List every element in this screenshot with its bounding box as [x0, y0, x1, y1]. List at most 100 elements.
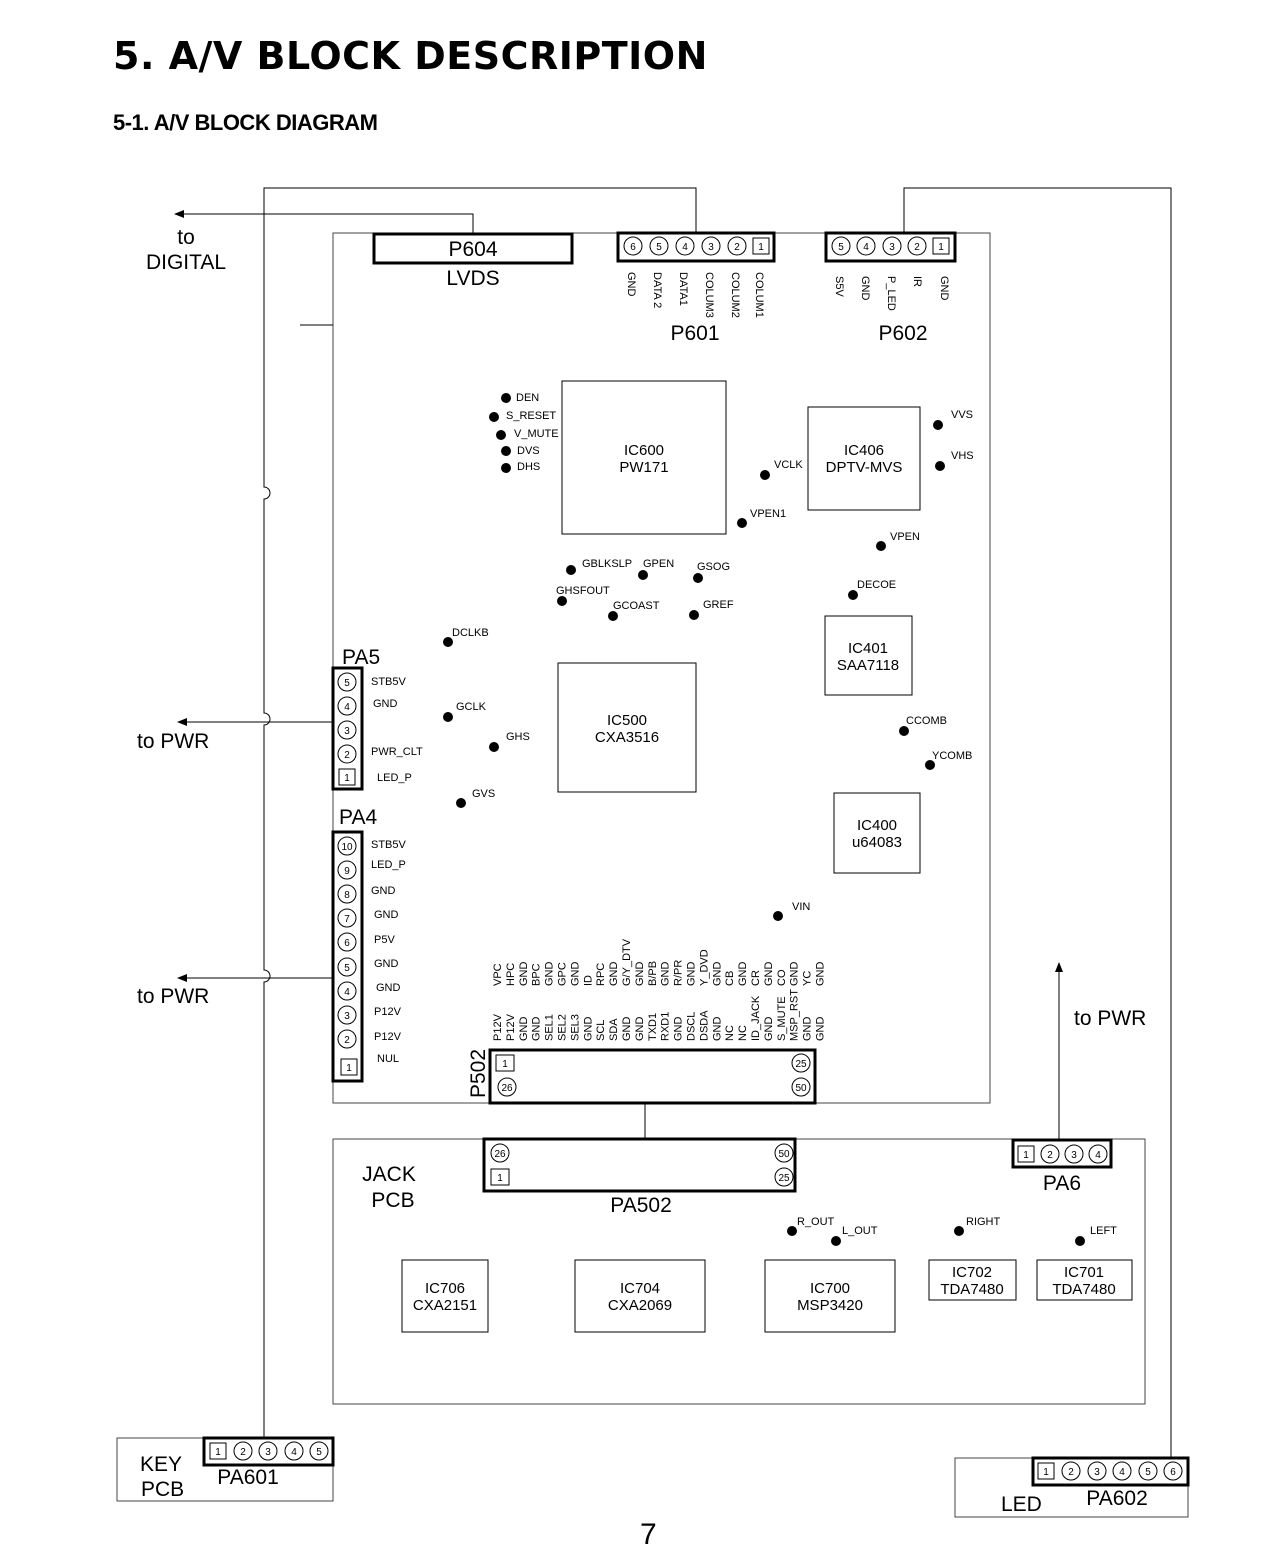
ic401-ref: IC401	[848, 640, 888, 657]
ic400-ref: IC400	[857, 817, 897, 834]
p601-pin: 6	[630, 242, 636, 253]
ic400-part: u64083	[852, 834, 902, 851]
p502-signal-label: GND	[673, 1017, 685, 1042]
p502-signal-label: GND	[634, 962, 646, 987]
ic700-chip	[764, 1259, 896, 1333]
led-label: LED	[1001, 1493, 1042, 1516]
test-point-label: GBLKSLP	[582, 558, 632, 570]
p502-signal-label: P12V	[505, 1013, 517, 1041]
pa4-pin: 5	[344, 963, 350, 974]
p502-signal-label: GND	[802, 1017, 814, 1042]
p502-signal-label: GND	[711, 1017, 723, 1042]
test-point-label: V_MUTE	[514, 428, 559, 440]
ic400-chip	[833, 792, 921, 874]
test-point-label: GREF	[703, 599, 734, 611]
p502-signal-label: BPC	[531, 963, 543, 986]
p502-connector	[488, 1048, 817, 1105]
p502-signal-label: GND	[763, 962, 775, 987]
p601-pins: 6 5 4 3 2 1	[623, 236, 770, 256]
p502-signal-label: SEL3	[569, 1014, 581, 1041]
pa602-pin: 6	[1170, 1467, 1176, 1478]
test-point-dot	[496, 430, 506, 440]
pa5-pin: 2	[344, 750, 350, 761]
ic701-part: TDA7480	[1052, 1281, 1115, 1298]
p502-signal-label: GND	[544, 962, 556, 987]
p502-signal-label: GND	[789, 962, 801, 987]
test-point-dot	[566, 565, 576, 575]
p602-pin: 2	[914, 242, 920, 253]
test-point-dot	[443, 637, 453, 647]
p502-signal-label: SEL1	[544, 1014, 556, 1041]
p502-signal-label: MSP_RST	[789, 989, 801, 1041]
pa602-pin: 2	[1068, 1467, 1074, 1478]
pa601-pin: 4	[291, 1447, 297, 1458]
p502-signal-label: GND	[815, 1017, 827, 1042]
p602-pin: 5	[838, 242, 844, 253]
p502-signal-label: GND	[815, 962, 827, 987]
test-point-dot	[925, 760, 935, 770]
test-point-label: GCLK	[456, 701, 487, 713]
pa602-pin: 3	[1094, 1467, 1100, 1478]
signal-label: GND	[376, 982, 401, 994]
p502-signal-label: CR	[750, 970, 762, 986]
pa4-pin: 3	[344, 1011, 350, 1022]
p502-signal-label: GND	[660, 962, 672, 987]
ic704-chip	[574, 1259, 706, 1333]
ic706-part: CXA2151	[413, 1297, 477, 1314]
test-point-label: L_OUT	[842, 1225, 878, 1237]
signal-label: COLUM2	[729, 272, 741, 318]
ic600-ref: IC600	[624, 442, 664, 459]
p502-signal-label: GND	[686, 962, 698, 987]
pa4-pin: 7	[344, 914, 350, 925]
p602-pin: 4	[863, 242, 869, 253]
test-point-dot	[899, 726, 909, 736]
ic500-part: CXA3516	[595, 729, 659, 746]
ic704-ref: IC704	[620, 1280, 660, 1297]
to-pwr-label: to PWR	[1074, 1007, 1146, 1030]
pa502-pin: 25	[778, 1173, 790, 1184]
test-point-label: GVS	[472, 788, 495, 800]
test-point-dot	[933, 420, 943, 430]
pa6-name: PA6	[1043, 1172, 1081, 1195]
pa4-pin: 10	[341, 842, 353, 853]
ic401-chip	[824, 615, 913, 696]
p601-pin: 1	[758, 242, 764, 253]
to-pwr-label: to PWR	[137, 730, 209, 753]
test-point-dot	[935, 461, 945, 471]
p502-signal-label: YC	[802, 971, 814, 986]
test-point-label: GSOG	[697, 561, 730, 573]
test-point-label: R_OUT	[797, 1216, 835, 1228]
signal-label: LED_P	[371, 859, 406, 871]
pa502-pin: 50	[778, 1149, 790, 1160]
test-point-label: DECOE	[857, 579, 896, 591]
pa4-pin: 1	[346, 1063, 352, 1074]
p502-signal-label: RPC	[595, 963, 607, 986]
p601-connector	[616, 231, 776, 263]
pa502-pin: 26	[494, 1149, 506, 1160]
pa601-pin: 5	[316, 1447, 322, 1458]
pa6-pin: 2	[1047, 1150, 1053, 1161]
signal-label: P5V	[374, 934, 395, 946]
test-point-dot	[848, 590, 858, 600]
pa502-pin: 1	[497, 1173, 503, 1184]
p502-signal-label: CO	[776, 969, 788, 986]
signal-label: GND	[938, 276, 950, 301]
test-point-label: VHS	[951, 450, 974, 462]
p502-signal-label: Y_DVD	[698, 949, 710, 986]
p502-signal-label: GND	[737, 962, 749, 987]
p601-pin: 5	[656, 242, 662, 253]
pa4-pin: 4	[344, 987, 350, 998]
p502-pin: 26	[501, 1083, 513, 1094]
page-title: 5. A/V BLOCK DESCRIPTION	[113, 34, 708, 78]
ic406-ref: IC406	[844, 442, 884, 459]
p502-pin: 1	[502, 1059, 508, 1070]
p502-signal-label: SEL2	[557, 1014, 569, 1041]
pa502-name: PA502	[610, 1194, 672, 1217]
pa601-name: PA601	[217, 1466, 279, 1489]
ic500-ref: IC500	[607, 712, 647, 729]
pa5-signals: STB5V GND PWR_CLT LED_P	[371, 676, 423, 784]
test-point-label: DCLKB	[452, 627, 489, 639]
signal-label: LED_P	[377, 772, 412, 784]
jack-pcb-label: JACK	[362, 1163, 416, 1186]
test-point-dot	[737, 518, 747, 528]
